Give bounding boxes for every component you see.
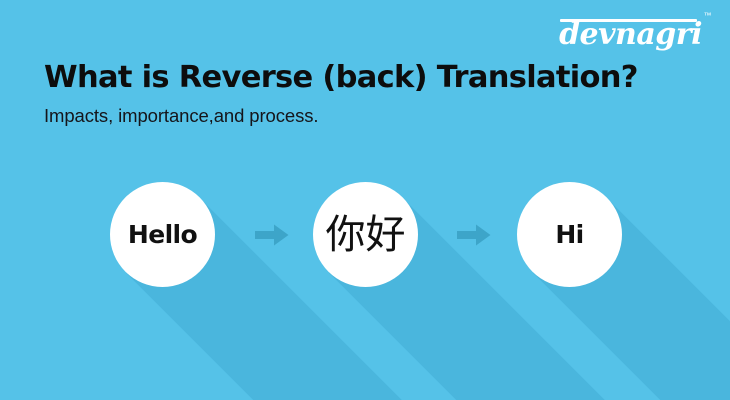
brand-logo-wordmark: devnagri ™ [559,12,711,52]
devanagari-shirorekha-bar [560,19,697,22]
trademark-symbol: ™ [703,11,712,20]
flow-node-target: 你好 [313,182,418,287]
heading-block: What is Reverse (back) Translation? Impa… [44,60,704,127]
flow-node-backtranslation: Hi [517,182,622,287]
brand-logo-text: devnagri [559,17,702,52]
brand-logo[interactable]: devnagri ™ [559,12,711,52]
arrow-right-icon-1 [255,224,289,246]
page-title: What is Reverse (back) Translation? [44,60,638,95]
page-subtitle: Impacts, importance,and process. [44,104,319,126]
flow-node-label-backtranslation: Hi [555,220,584,249]
flow-node-label-source: Hello [127,220,198,249]
flow-node-label-target: 你好 [325,211,406,258]
arrow-right-icon-2 [457,224,491,246]
flow-node-source: Hello [110,182,215,287]
